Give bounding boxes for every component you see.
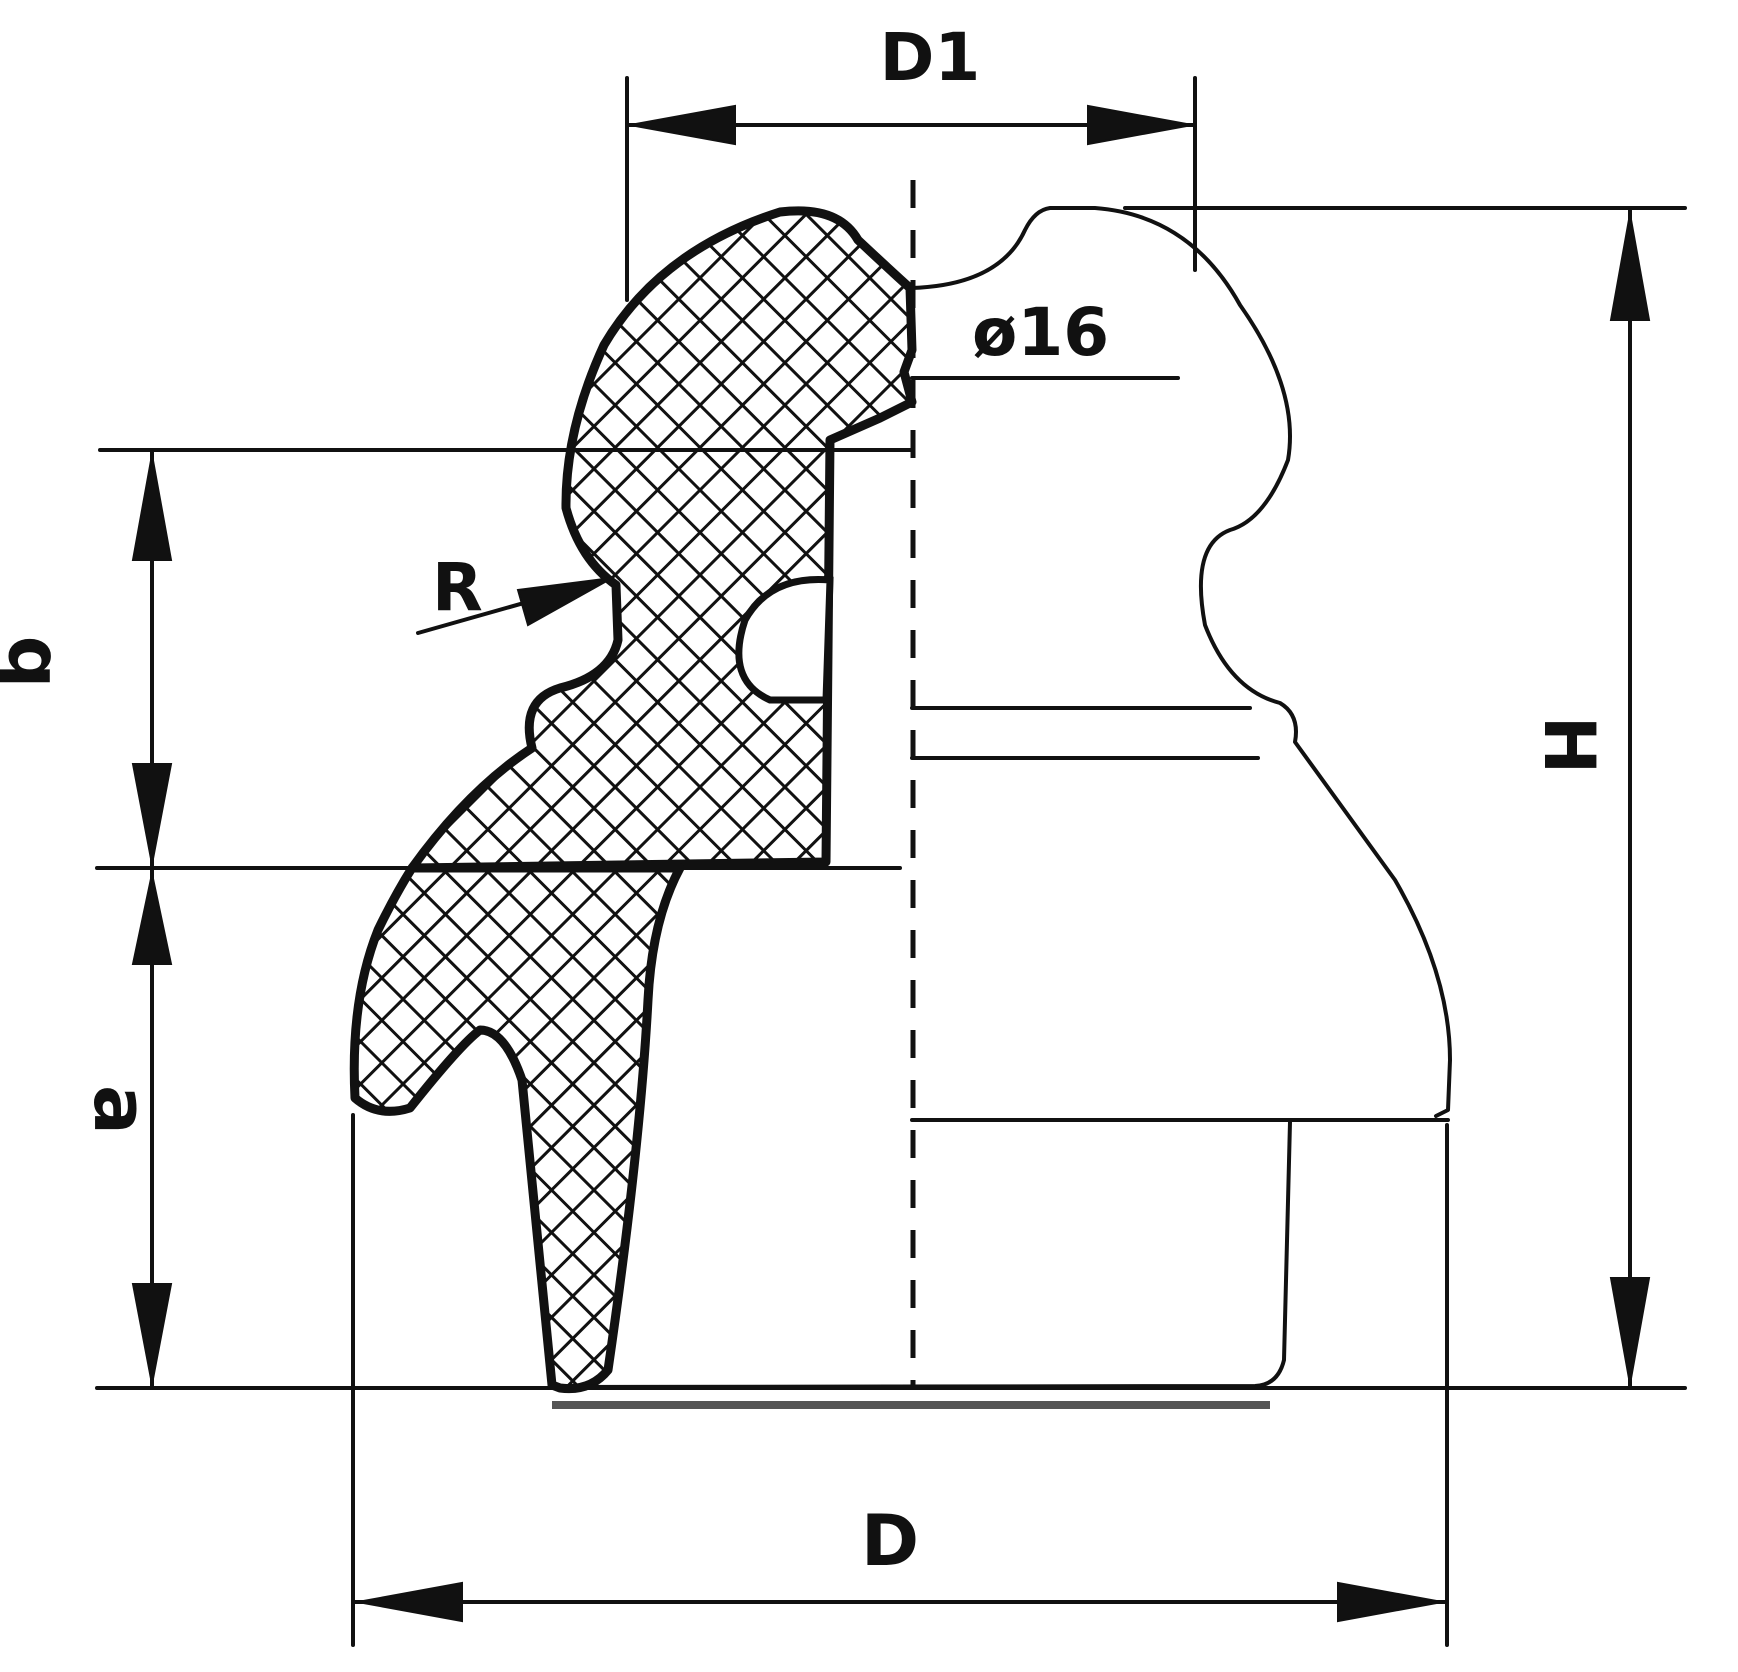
label-h: H: [1528, 716, 1610, 775]
arrow-r: [516, 577, 613, 627]
hatched-section-skirt: [349, 863, 685, 1394]
arrow-d1-left: [629, 104, 736, 146]
arrow-b-top: [131, 454, 173, 561]
arrow-d-right: [1337, 1581, 1443, 1623]
arrow-b-bottom: [131, 763, 173, 865]
label-b: b: [0, 636, 68, 689]
outer-profile: [910, 206, 1452, 1118]
arrow-d-left: [357, 1581, 463, 1623]
label-d1: D1: [880, 19, 981, 96]
groove-cutout: [735, 576, 834, 704]
arrow-d1-right: [1087, 104, 1193, 146]
hatched-section-upper: [407, 206, 917, 873]
label-phi16: ø16: [972, 294, 1109, 371]
label-a: a: [77, 1085, 163, 1135]
arrowheads: [131, 104, 1651, 1623]
label-r: R: [432, 549, 483, 626]
extension-lines: [95, 76, 1687, 1647]
arrow-h-bottom: [1609, 1277, 1651, 1385]
cavity-lines: [550, 706, 1450, 1389]
label-d: D: [861, 1500, 919, 1582]
arrow-h-top: [1609, 213, 1651, 321]
arrow-a-top: [131, 873, 173, 965]
arrow-a-bottom: [131, 1283, 173, 1385]
